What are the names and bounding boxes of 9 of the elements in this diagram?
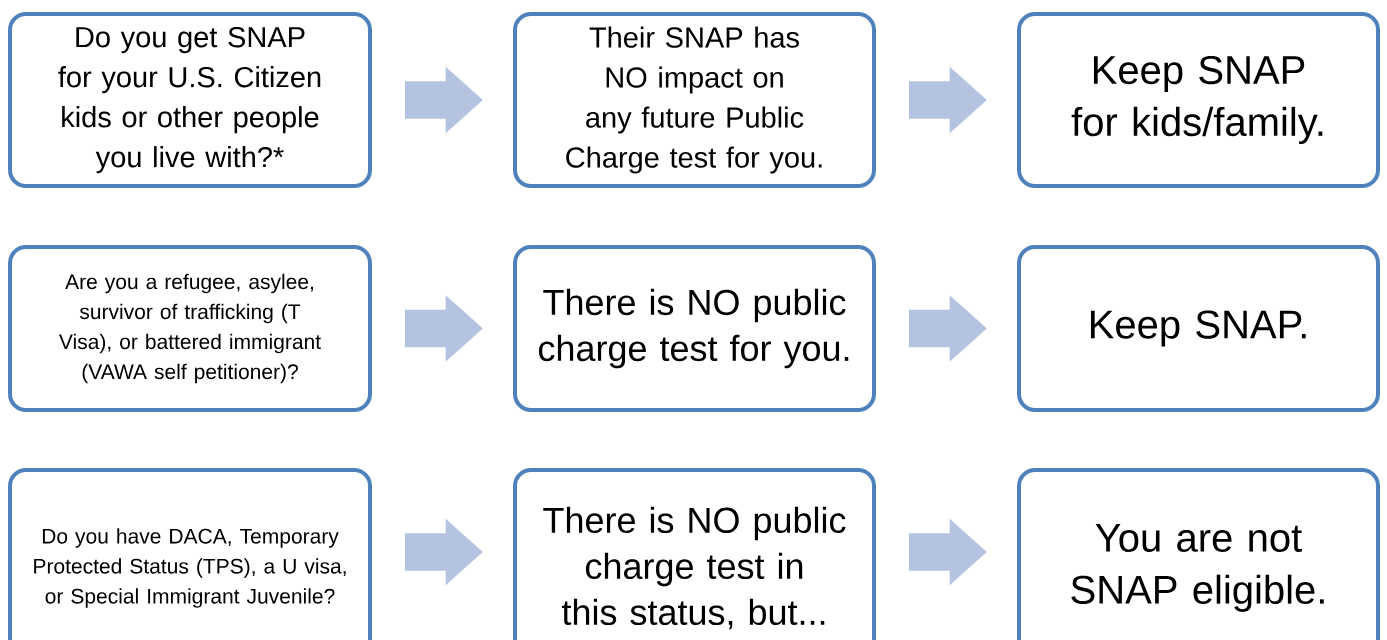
text-box: Their SNAP has NO impact on any future Public Charge test for you. (513, 12, 876, 188)
text-box: You are not SNAP eligible. (1017, 468, 1380, 640)
text-box: Do you get SNAP for your U.S. Citizen kids or other people you live with?* (8, 12, 372, 188)
text-box: Do you have DACA, Temporary Protected Status (TPS), a U visa, or Special Immigrant Juvenile? (8, 468, 372, 640)
text-box: There is NO public charge test for you. (513, 245, 876, 412)
text-box: Keep SNAP. (1017, 245, 1380, 412)
text-box: Are you a refugee, asylee, survivor of trafficking (T Visa), or battered immigrant (VAWA self petitioner)? (8, 245, 372, 412)
text-box: There is NO public charge test in this status, but... (513, 468, 876, 640)
text-box: Keep SNAP for kids/family. (1017, 12, 1380, 188)
